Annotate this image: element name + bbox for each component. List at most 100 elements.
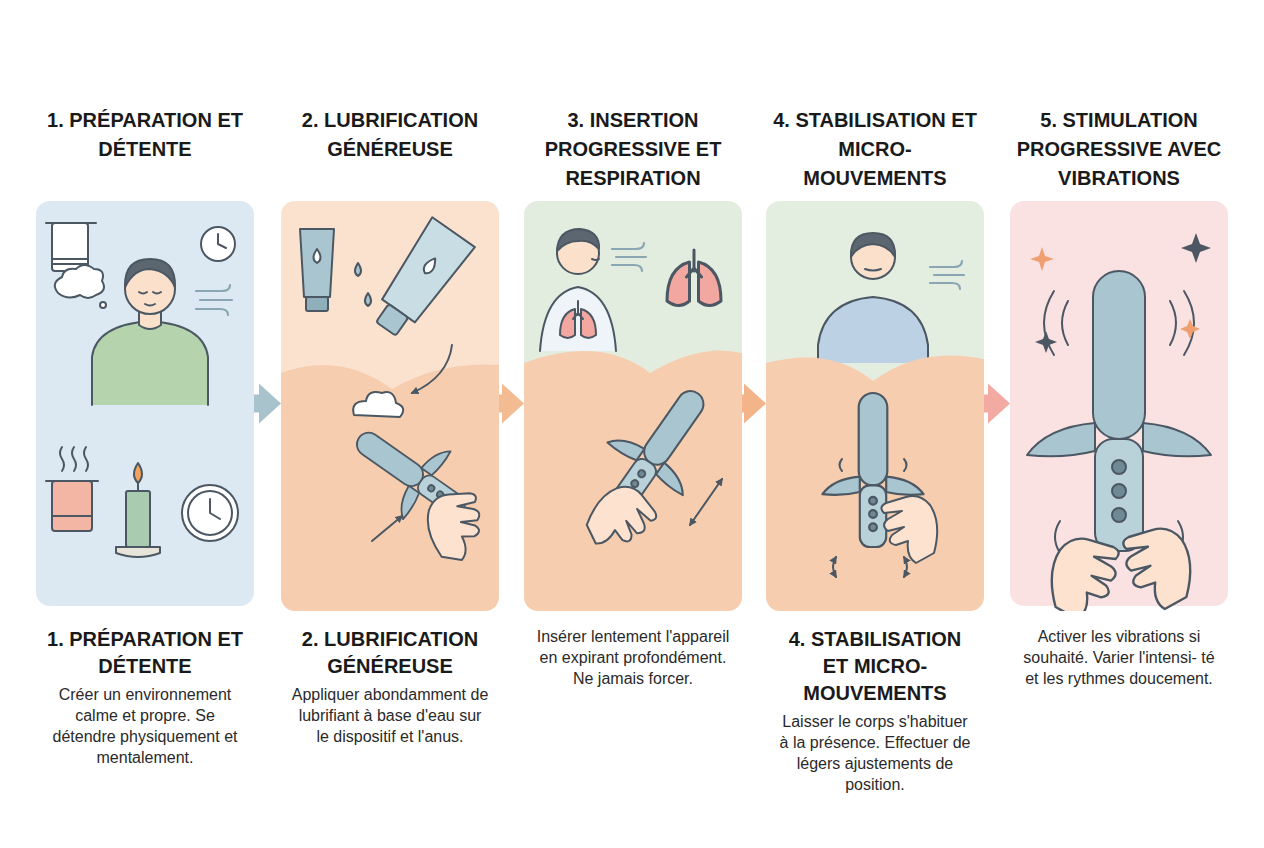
skin-area	[281, 365, 499, 612]
step-panel	[281, 201, 499, 606]
flow-arrow	[742, 395, 752, 413]
relaxed-person	[92, 259, 208, 405]
hand-icon	[419, 485, 494, 567]
step-column: 5. STIMULATION PROGRESSIVE AVEC VIBRATIO…	[1010, 100, 1228, 689]
hand-icon	[578, 476, 662, 563]
illustrations	[376, 304, 408, 336]
illustrations	[218, 234, 226, 248]
step-title: 3. INSERTION PROGRESSIVE ET RESPIRATION	[524, 106, 742, 193]
step-column: 4. STABILISATION ET MICRO- MOUVEMENTS 4. …	[766, 100, 984, 795]
step-panel	[36, 201, 254, 606]
illustrations	[300, 229, 334, 297]
illustrations	[137, 483, 139, 491]
step-title: 4. STABILISATION ET MICRO- MOUVEMENTS	[776, 626, 974, 707]
illustrations	[46, 222, 96, 224]
device-icon	[822, 393, 923, 547]
lungs-icon	[667, 250, 721, 306]
device-icon	[335, 404, 486, 544]
step-caption-area: 1. PRÉPARATION ET DÉTENTECréer un enviro…	[36, 606, 254, 768]
step-column: 2. LUBRIFICATION GÉNÉREUSE 2. LUBRIFICATI…	[281, 100, 499, 747]
step-description: Appliquer abondamment de lubrifiant à ba…	[291, 684, 489, 747]
step-description: Activer les vibrations si souhaité. Vari…	[1020, 626, 1218, 689]
motion-arrow	[904, 557, 907, 577]
step-column: 1. PRÉPARATION ET DÉTENTE1. PRÉPARATION …	[36, 100, 254, 768]
breath-lines	[930, 261, 964, 289]
motion-arrow	[412, 345, 452, 393]
illustrations	[139, 292, 161, 306]
illustrations	[930, 261, 964, 289]
device-icon	[1027, 271, 1211, 551]
step-description: Créer un environnement calme et propre. …	[46, 684, 244, 768]
illustrations	[1181, 233, 1211, 263]
thought-bubble	[55, 265, 106, 308]
step-title: 1. PRÉPARATION ET DÉTENTE	[46, 626, 244, 680]
illustrations	[100, 302, 106, 308]
illustrations	[592, 259, 599, 260]
skin-area	[766, 355, 984, 611]
clock-icon	[201, 227, 235, 261]
skin-area	[524, 351, 742, 612]
illustrations	[46, 480, 98, 482]
illustrations	[139, 311, 161, 329]
motion-arrow	[833, 557, 836, 577]
breathing-person	[540, 229, 616, 351]
hand-icon	[881, 496, 937, 563]
illustrations	[818, 297, 928, 363]
illustrations	[52, 481, 92, 531]
breath-lines	[196, 285, 232, 315]
device-icon	[580, 367, 736, 534]
illustrations	[421, 256, 439, 276]
calm-person	[818, 233, 928, 363]
step-caption-area: Insérer lentement l'appareil en expirant…	[524, 606, 742, 689]
step-panel	[524, 201, 742, 606]
lube-drops	[355, 263, 371, 306]
illustrations	[201, 227, 235, 261]
connectors	[254, 403, 996, 404]
illustrations	[377, 217, 475, 325]
illustrations	[1180, 319, 1200, 339]
illustrations	[612, 243, 646, 271]
illustrations	[52, 263, 88, 265]
illustrations	[92, 321, 208, 405]
illustrations	[851, 233, 895, 257]
illustrations	[1055, 521, 1183, 553]
illustrations	[126, 491, 150, 547]
step-heading-area: 3. INSERTION PROGRESSIVE ET RESPIRATION	[524, 100, 742, 201]
step-heading-area: 4. STABILISATION ET MICRO- MOUVEMENTS	[766, 100, 984, 201]
vibration-waves	[1044, 291, 1194, 553]
illustrations	[851, 235, 895, 279]
flow-arrow	[254, 395, 267, 413]
lube-tube	[300, 229, 334, 311]
illustrations	[306, 297, 328, 311]
illustrations	[125, 259, 175, 287]
illustrations	[557, 229, 599, 251]
step-caption-area: 2. LUBRIFICATION GÉNÉREUSEAppliquer abon…	[281, 606, 499, 747]
illustrations	[365, 293, 371, 306]
preparation-scene	[46, 223, 238, 557]
step-title: 1. PRÉPARATION ET DÉTENTE	[36, 106, 254, 164]
step-description: Insérer lentement l'appareil en expirant…	[534, 626, 732, 689]
motion-arrow	[372, 516, 402, 541]
illustrations	[355, 263, 361, 276]
illustrations	[52, 515, 92, 517]
insertion-scene	[524, 229, 742, 611]
illustrations	[1030, 247, 1054, 271]
illustrations	[540, 287, 616, 351]
vibration-marks	[840, 459, 907, 471]
illustrations	[125, 264, 175, 314]
illustrations	[314, 249, 321, 263]
illustrations	[210, 499, 220, 519]
lubrication-scene	[281, 217, 499, 611]
illustrations	[188, 491, 232, 535]
clock-icon	[182, 485, 238, 541]
illustrations	[55, 265, 104, 298]
illustrations	[60, 447, 88, 471]
flow-arrow	[499, 395, 510, 413]
step-heading-area: 2. LUBRIFICATION GÉNÉREUSE	[281, 100, 499, 201]
step-description: Laisser le corps s'habituer à la présenc…	[776, 711, 974, 795]
motion-arrow	[690, 479, 722, 525]
lungs-icon	[560, 301, 596, 338]
step-panel	[766, 201, 984, 606]
illustrations	[557, 232, 599, 274]
